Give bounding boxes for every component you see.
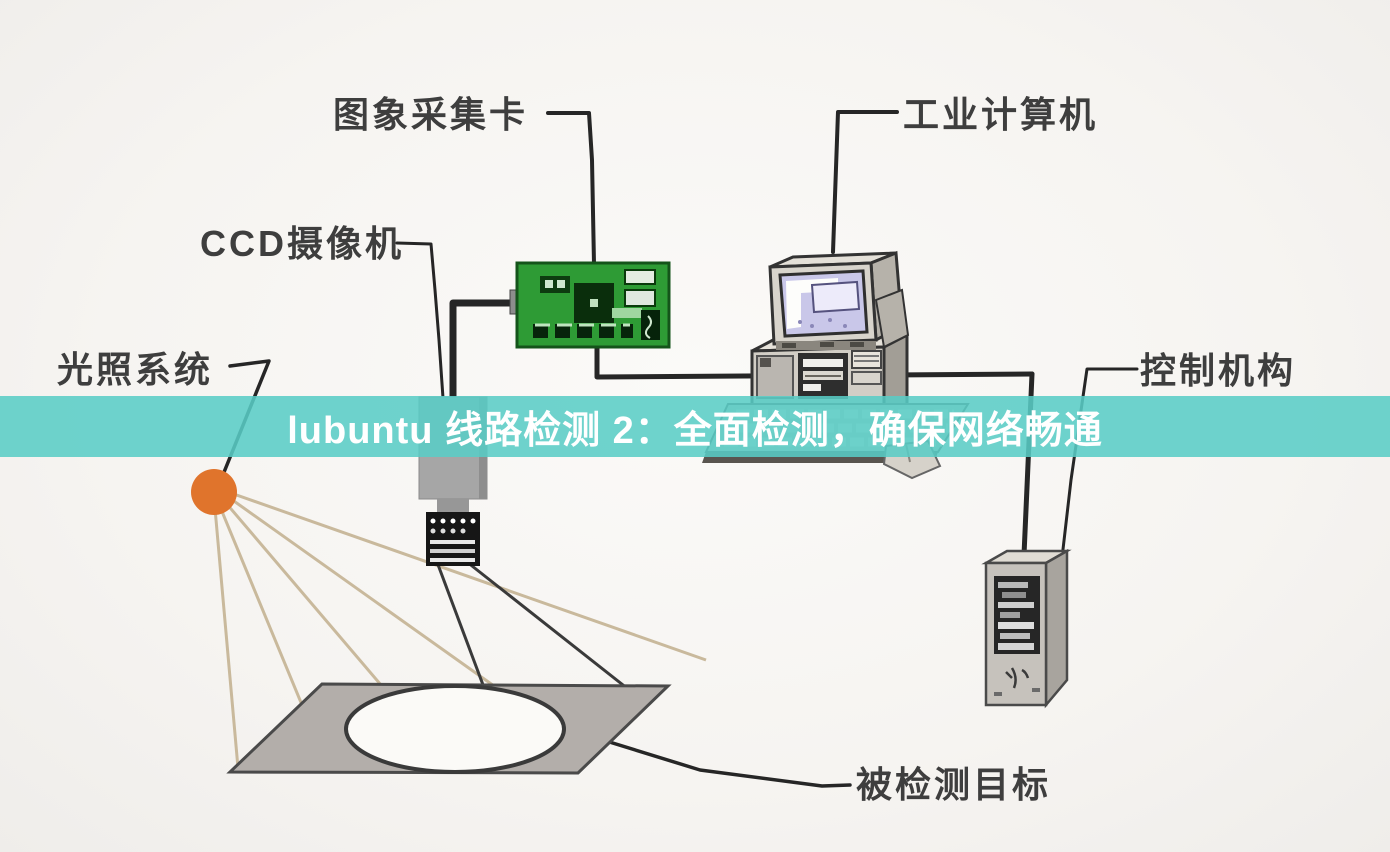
camera-to-card-cable (449, 299, 526, 404)
computer-pointer-line (831, 110, 899, 254)
label-capture-card: 图象采集卡 (333, 94, 528, 135)
label-control-mechanism: 控制机构 (1140, 350, 1296, 391)
diagram-labels: 图象采集卡 工业计算机 CCD摄像机 光照系统 控制机构 被检测目标 (57, 94, 1296, 805)
target-pointer-line (588, 734, 852, 788)
label-lighting-system: 光照系统 (57, 349, 213, 390)
ccd-pointer-line (395, 241, 445, 400)
inspection-platform (226, 682, 672, 775)
light-source-icon (191, 469, 237, 515)
title-banner: lubuntu 线路检测 2：全面检测，确保网络畅通 (0, 396, 1390, 457)
label-industrial-computer: 工业计算机 (903, 94, 1098, 135)
capture-card-pointer-line (546, 111, 596, 266)
label-ccd-camera: CCD摄像机 (200, 223, 404, 264)
target-spot (344, 684, 566, 774)
control-box-illustration (981, 548, 1072, 709)
banner-title: lubuntu 线路检测 2：全面检测，确保网络畅通 (287, 410, 1103, 452)
label-detected-target: 被检测目标 (856, 764, 1051, 805)
capture-card-illustration (509, 261, 671, 349)
